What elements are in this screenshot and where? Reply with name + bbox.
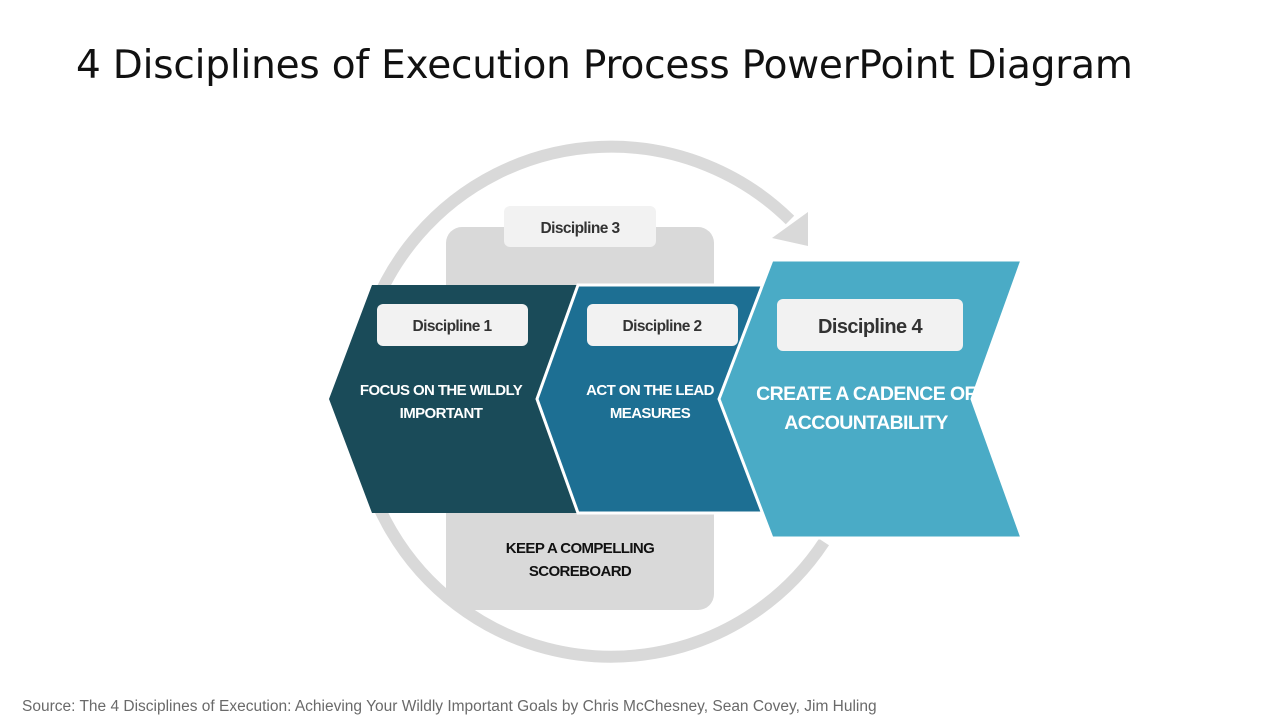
discipline-4-text-line-2: ACCOUNTABILITY — [784, 412, 948, 434]
source-citation: Source: The 4 Disciplines of Execution: … — [22, 698, 877, 715]
discipline-1-label: Discipline 1 — [413, 318, 493, 335]
cycle-arrowhead-icon — [772, 212, 808, 246]
discipline-3-text-line-1: KEEP A COMPELLING — [506, 540, 654, 557]
discipline-2-text-line-1: ACT ON THE LEAD — [586, 382, 714, 399]
discipline-3-label-pill — [504, 206, 656, 247]
discipline-2-text-line-2: MEASURES — [610, 405, 691, 422]
slide-title: 4 Disciplines of Execution Process Power… — [76, 43, 1133, 88]
discipline-4-label-pill — [777, 299, 963, 351]
discipline-2-label: Discipline 2 — [623, 318, 702, 335]
discipline-1-text-line-2: IMPORTANT — [400, 405, 483, 422]
discipline-1-text-line-1: FOCUS ON THE WILDLY — [360, 382, 523, 399]
discipline-3-text-line-2: SCOREBOARD — [529, 563, 632, 580]
discipline-2-label-pill — [587, 304, 738, 346]
discipline-1-label-pill — [377, 304, 528, 346]
discipline-3-label: Discipline 3 — [541, 220, 621, 237]
discipline-4-label: Discipline 4 — [818, 316, 923, 338]
discipline-4-text-line-1: CREATE A CADENCE OF — [756, 383, 976, 405]
